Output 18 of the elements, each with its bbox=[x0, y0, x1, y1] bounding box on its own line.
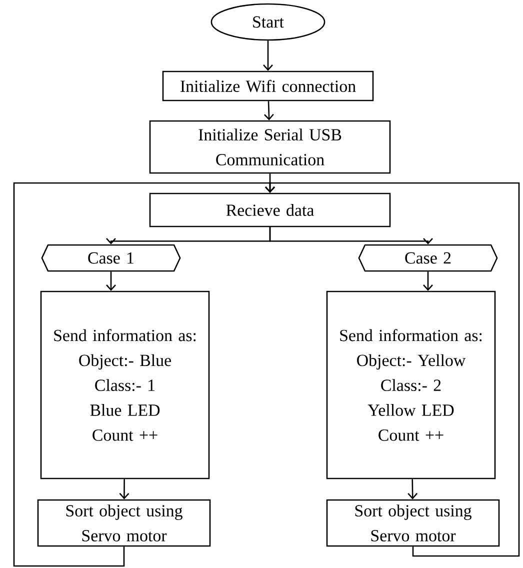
case-hexagon: Case 1 bbox=[41, 244, 181, 272]
arrow bbox=[264, 101, 274, 120]
process-box: Recieve data bbox=[149, 192, 391, 228]
process-box: Sort object using Servo motor bbox=[37, 499, 211, 547]
start-oval: Start bbox=[210, 3, 326, 41]
process-box: Initialize Wifi connection bbox=[162, 70, 374, 102]
arrow bbox=[408, 479, 418, 500]
process-box: Initialize Serial USB Communication bbox=[149, 120, 391, 174]
arrow bbox=[423, 272, 433, 291]
process-box: Sort object using Servo motor bbox=[326, 499, 500, 547]
arrow bbox=[269, 227, 433, 244]
arrow bbox=[106, 272, 116, 291]
process-box: Send information as: Object:- Blue Class:- 1 Blue LED Count ++ bbox=[40, 290, 210, 480]
process-box: Send information as: Object:- Yellow Class:- 2 Yellow LED Count ++ bbox=[326, 290, 496, 480]
arrow bbox=[263, 40, 273, 71]
case-hexagon: Case 2 bbox=[358, 244, 498, 272]
arrow bbox=[119, 479, 130, 500]
arrow bbox=[265, 182, 520, 557]
